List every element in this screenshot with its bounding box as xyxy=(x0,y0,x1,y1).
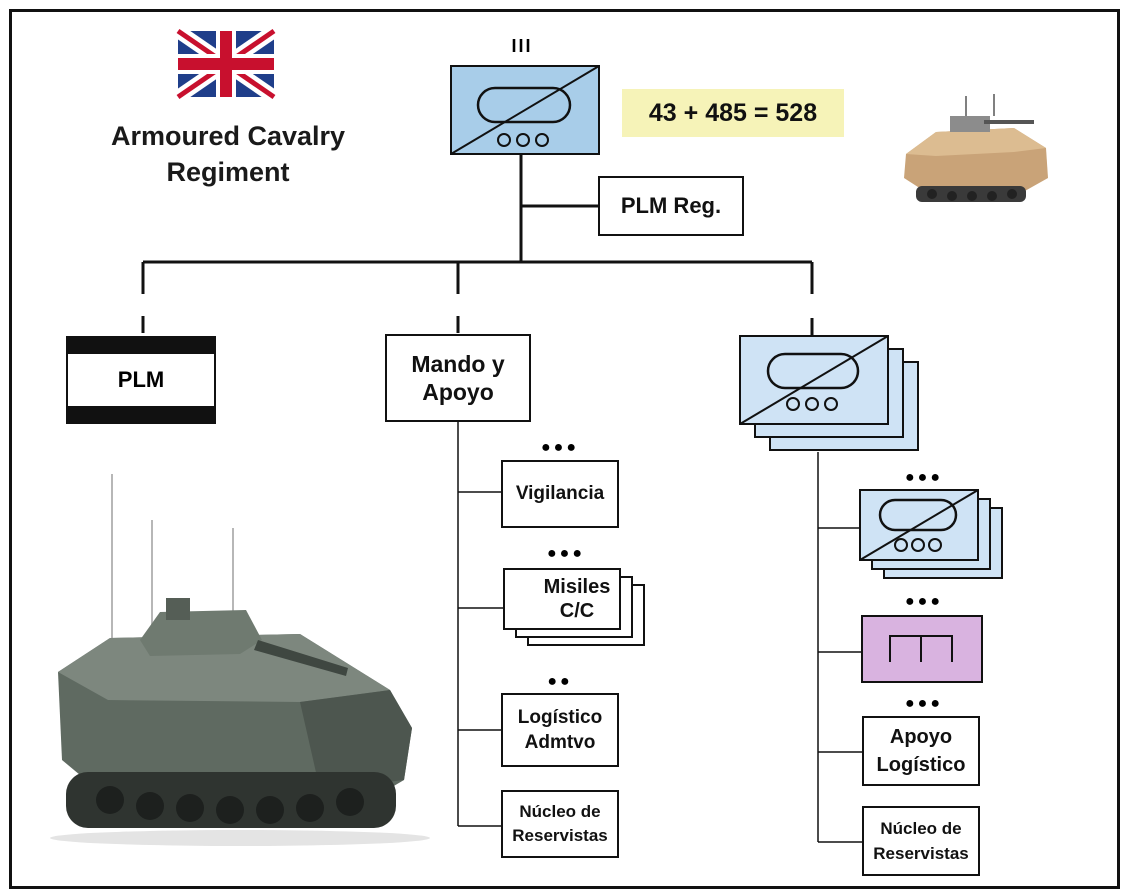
vigilancia-echelon: ●●● xyxy=(541,439,579,456)
engineer-echelon: ●●● xyxy=(905,593,943,610)
nucleo-1-label-line-1: Núcleo de xyxy=(519,802,601,821)
title-line-1: Armoured Cavalry xyxy=(110,121,346,151)
apoyo-log-label-line-2: Logístico xyxy=(876,754,966,776)
apoyo-log-echelon: ●●● xyxy=(905,695,943,712)
title-line-2: Regiment xyxy=(166,157,290,187)
misiles-label-line-1: Misiles xyxy=(543,576,611,598)
plm-box: PLM xyxy=(66,336,216,424)
logistico-label-line-2: Admtvo xyxy=(524,732,596,753)
nucleo-2-label-line-1: Núcleo de xyxy=(880,819,962,838)
plm-reg-label: PLM Reg. xyxy=(620,193,722,218)
apoyo-logistico-box: Apoyo Logístico xyxy=(862,716,980,786)
nucleo-2-label-line-2: Reservistas xyxy=(873,844,969,863)
strength-formula: 43 + 485 = 528 xyxy=(622,89,844,137)
plm-label: PLM xyxy=(117,367,165,392)
regiment-echelon: III xyxy=(511,36,533,56)
vigilancia-box: Vigilancia xyxy=(501,460,619,528)
mando-label-line-2: Apoyo xyxy=(422,379,494,405)
plm-top-band xyxy=(68,338,214,354)
logistico-box: Logístico Admtvo xyxy=(501,693,619,767)
apoyo-log-label-line-1: Apoyo xyxy=(889,726,953,748)
plm-bottom-band xyxy=(68,406,214,422)
sq-platoon-echelon: ●●● xyxy=(905,469,943,486)
mando-label-line-1: Mando y xyxy=(411,351,505,377)
logistico-label-line-1: Logístico xyxy=(517,707,603,728)
misiles-box: Misiles C/C xyxy=(503,568,621,630)
logistico-echelon: ●● xyxy=(547,673,573,690)
nucleo-1-label-line-2: Reservistas xyxy=(512,826,608,845)
plm-reg-box: PLM Reg. xyxy=(598,176,744,236)
diagram-frame xyxy=(9,9,1120,889)
page-title: Armoured Cavalry Regiment xyxy=(88,118,368,190)
misiles-label-line-2: C/C xyxy=(559,600,595,622)
misiles-echelon: ●●● xyxy=(547,545,585,562)
vigilancia-label: Vigilancia xyxy=(515,483,605,504)
nucleo-reservistas-box-1: Núcleo de Reservistas xyxy=(501,790,619,858)
mando-apoyo-box: Mando y Apoyo xyxy=(385,334,531,422)
nucleo-reservistas-box-2: Núcleo de Reservistas xyxy=(862,806,980,876)
